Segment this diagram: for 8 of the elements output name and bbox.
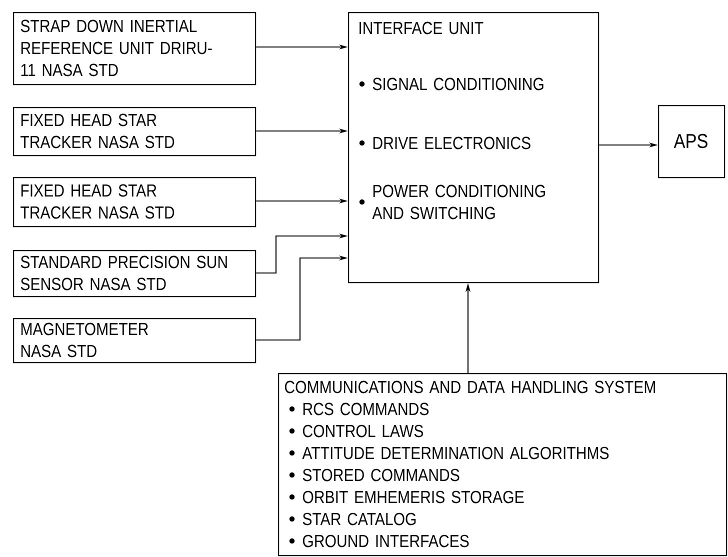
block-box: APS (658, 105, 726, 178)
block-box: STRAP DOWN INERTIAL REFERENCE UNIT DRIRU-11 NASA STD (13, 12, 256, 86)
block-box: MAGNETOMETER NASA STD (13, 318, 256, 364)
block-box: FIXED HEAD STAR TRACKER NASA STD (13, 177, 256, 228)
block-box: FIXED HEAD STAR TRACKER NASA STD (13, 107, 256, 156)
unit-box: INTERFACE UNIT SIGNAL CONDITIONING DRIVE ELECTRONICS POWER CONDITIONING AND SWITCHING (348, 12, 600, 284)
block-box: STANDARD PRECISION SUN SENSOR NASA STD (13, 250, 256, 298)
unit-box: COMMUNICATIONS AND DATA HANDLING SYSTEM RCS COMMANDS CONTROL LAWS ATTITUDE DETERMINATION ALGORITHMS STORED COMMANDS ORBIT EMHEMERIS STORAGE STAR CATALOG GROUND INTERFACES (278, 373, 728, 556)
